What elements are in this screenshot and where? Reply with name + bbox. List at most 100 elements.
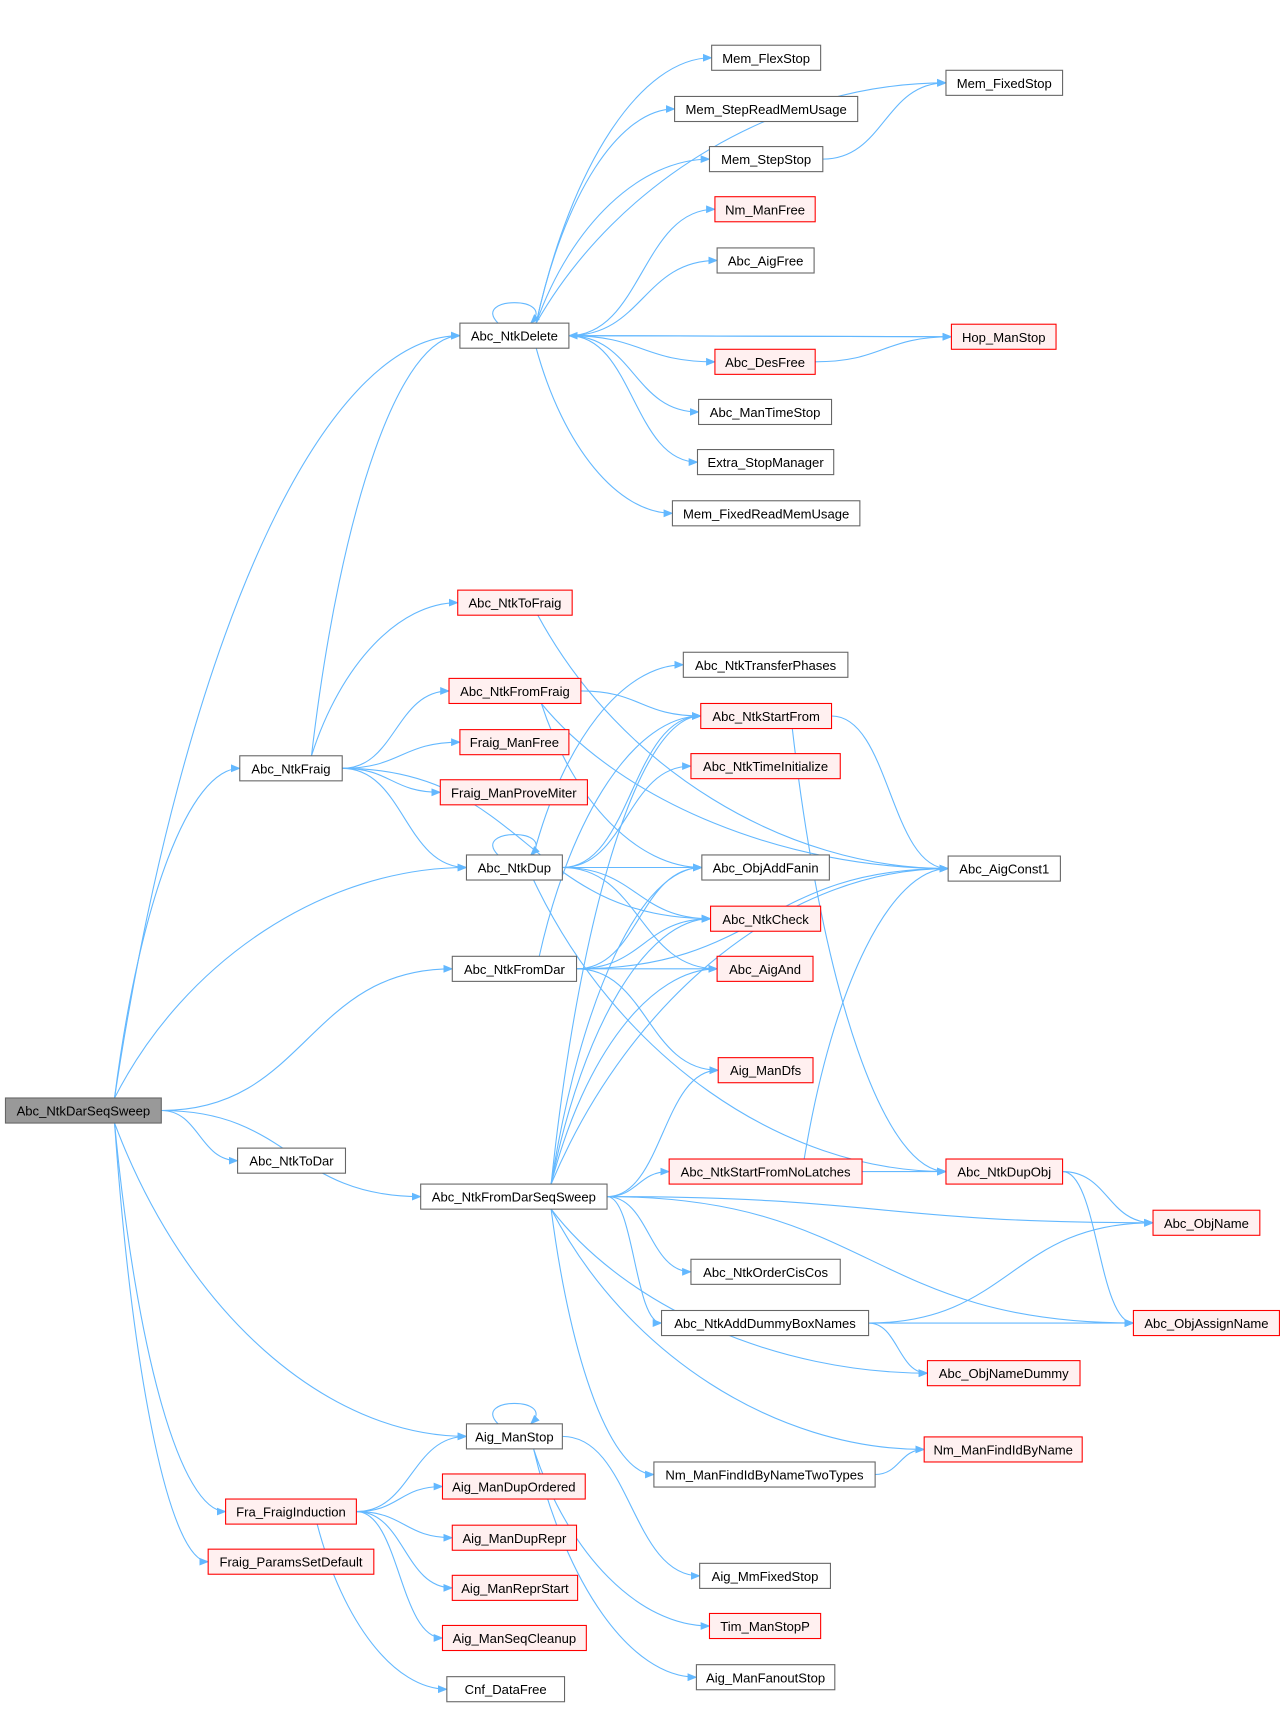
node-transferphases[interactable]: Abc_NtkTransferPhases: [682, 651, 849, 678]
node-ntkcheck[interactable]: Abc_NtkCheck: [710, 905, 822, 932]
edge-fromdarseq-to-namedummy: [550, 1208, 929, 1378]
node-mantimestop[interactable]: Abc_ManTimeStop: [698, 398, 833, 426]
edge-dupobj-to-assignname: [1062, 1170, 1135, 1327]
edges-layer: [114, 53, 1155, 1694]
node-aigmanstop[interactable]: Aig_ManStop: [465, 1423, 563, 1450]
edge-frainduction-to-duprepr: [356, 1511, 454, 1542]
node-label: Aig_ManDfs: [730, 1063, 802, 1078]
node-label: Abc_ManTimeStop: [710, 405, 821, 420]
edge-ntkdup-to-ntkdup: [492, 834, 540, 856]
node-findidtwo[interactable]: Nm_ManFindIdByNameTwoTypes: [653, 1461, 876, 1488]
node-box: [682, 651, 849, 678]
node-nmfree[interactable]: Nm_ManFree: [714, 196, 816, 223]
node-startnolatches[interactable]: Abc_NtkStartFromNoLatches: [668, 1158, 863, 1185]
node-label: Abc_AigAnd: [729, 962, 801, 977]
node-box: [451, 955, 578, 982]
node-box: [239, 755, 343, 782]
node-stepstop[interactable]: Mem_StepStop: [708, 146, 824, 173]
node-label: Abc_NtkOrderCisCos: [703, 1265, 828, 1280]
node-aigconst1[interactable]: Abc_AigConst1: [947, 855, 1061, 882]
node-fromdar[interactable]: Abc_NtkFromDar: [451, 955, 578, 982]
node-provemiter[interactable]: Fraig_ManProveMiter: [439, 779, 588, 806]
node-findid[interactable]: Nm_ManFindIdByName: [923, 1436, 1083, 1463]
node-label: Abc_NtkFraig: [251, 761, 330, 776]
node-box: [695, 1664, 836, 1691]
edge-fromdarseq-to-dummybox: [606, 1196, 663, 1327]
node-extrastop[interactable]: Extra_StopManager: [696, 449, 835, 476]
node-fanoutstop[interactable]: Aig_ManFanoutStop: [695, 1664, 836, 1691]
edge-delete-to-nmfree: [568, 205, 716, 337]
node-addfanin[interactable]: Abc_ObjAddFanin: [701, 854, 830, 881]
node-delete[interactable]: Abc_NtkDelete: [459, 322, 570, 349]
node-box: [4, 1097, 162, 1124]
node-paramsdefault[interactable]: Fraig_ParamsSetDefault: [207, 1548, 375, 1575]
edge-hopstop-to-delete: [567, 331, 952, 340]
node-label: Tim_ManStopP: [720, 1619, 810, 1634]
node-namedummy[interactable]: Abc_ObjNameDummy: [926, 1360, 1081, 1387]
node-box: [668, 1158, 863, 1185]
node-box: [674, 95, 859, 123]
node-ordercis[interactable]: Abc_NtkOrderCisCos: [690, 1258, 841, 1285]
node-box: [716, 955, 814, 982]
edge-root-to-todar: [161, 1109, 239, 1165]
node-root[interactable]: Abc_NtkDarSeqSweep: [4, 1097, 162, 1124]
node-mandfs[interactable]: Aig_ManDfs: [717, 1057, 814, 1084]
node-label: Abc_NtkAddDummyBoxNames: [674, 1316, 856, 1331]
node-desfree[interactable]: Abc_DesFree: [714, 348, 816, 375]
node-box: [700, 702, 833, 730]
edge-frainduction-to-seqcleanup: [356, 1511, 444, 1642]
node-label: Aig_ManReprStart: [461, 1581, 569, 1596]
node-fraigmanfree[interactable]: Fraig_ManFree: [459, 729, 570, 756]
edge-delete-to-delete: [492, 302, 540, 324]
node-box: [225, 1498, 357, 1525]
node-box: [699, 1562, 831, 1589]
node-cnffree[interactable]: Cnf_DataFree: [446, 1676, 566, 1703]
node-hopstop[interactable]: Hop_ManStop: [950, 323, 1057, 350]
edge-fromdarseq-to-findid: [550, 1208, 926, 1454]
edge-fromdarseq-to-startnolatches: [607, 1167, 671, 1198]
node-dummybox[interactable]: Abc_NtkAddDummyBoxNames: [660, 1309, 870, 1337]
node-stepread[interactable]: Mem_StepReadMemUsage: [674, 95, 859, 123]
edge-root-to-aigmanstop: [114, 1122, 468, 1441]
node-startfrom[interactable]: Abc_NtkStartFrom: [700, 702, 833, 730]
node-assignname[interactable]: Abc_ObjAssignName: [1132, 1309, 1280, 1337]
node-dupobj[interactable]: Abc_NtkDupObj: [945, 1158, 1064, 1185]
node-label: Mem_StepReadMemUsage: [686, 102, 847, 117]
node-duporderd[interactable]: Aig_ManDupOrdered: [441, 1473, 586, 1500]
node-todar[interactable]: Abc_NtkToDar: [237, 1147, 347, 1174]
node-flexstop[interactable]: Mem_FlexStop: [711, 44, 822, 71]
node-reprstart[interactable]: Aig_ManReprStart: [451, 1574, 579, 1601]
node-timeinit[interactable]: Abc_NtkTimeInitialize: [690, 753, 841, 780]
edge-ntkfraig-to-tofraig: [310, 598, 459, 756]
node-frainduction[interactable]: Fra_FraigInduction: [225, 1498, 357, 1525]
node-duprepr[interactable]: Aig_ManDupRepr: [451, 1524, 578, 1551]
node-ntkfraig[interactable]: Abc_NtkFraig: [239, 755, 343, 782]
node-label: Abc_NtkCheck: [722, 912, 809, 927]
node-box: [446, 1676, 566, 1703]
node-label: Abc_ObjName: [1164, 1216, 1249, 1231]
node-objname[interactable]: Abc_ObjName: [1152, 1209, 1261, 1236]
node-timstop[interactable]: Tim_ManStopP: [708, 1612, 822, 1640]
node-mmfixedstop[interactable]: Aig_MmFixedStop: [699, 1562, 831, 1589]
node-fromfraig[interactable]: Abc_NtkFromFraig: [448, 677, 582, 705]
node-label: Fraig_ParamsSetDefault: [219, 1555, 362, 1570]
node-seqcleanup[interactable]: Aig_ManSeqCleanup: [441, 1624, 587, 1652]
node-label: Aig_MmFixedStop: [712, 1569, 819, 1584]
node-fixedstop[interactable]: Mem_FixedStop: [945, 69, 1064, 96]
node-ntkdup[interactable]: Abc_NtkDup: [465, 854, 563, 881]
edge-fromdarseq-to-aigand: [550, 964, 719, 1185]
node-box: [1152, 1209, 1261, 1236]
node-aigfree[interactable]: Abc_AigFree: [716, 247, 815, 274]
edge-fromdar-to-ntkcheck: [576, 914, 712, 970]
edge-stepstop-to-fixedstop: [822, 78, 947, 160]
edge-startfrom-to-aigconst1: [831, 715, 950, 873]
node-label: Abc_ObjAssignName: [1144, 1316, 1268, 1331]
node-tofraig[interactable]: Abc_NtkToFraig: [457, 589, 573, 616]
node-box: [653, 1461, 876, 1488]
node-fromdarseq[interactable]: Abc_NtkFromDarSeqSweep: [420, 1183, 608, 1210]
edge-fromdarseq-to-findidtwo: [550, 1209, 655, 1479]
node-label: Abc_NtkTimeInitialize: [703, 759, 828, 774]
node-aigand[interactable]: Abc_AigAnd: [716, 955, 814, 982]
node-fixedread[interactable]: Mem_FixedReadMemUsage: [671, 500, 861, 527]
edge-ntkdup-to-startfrom: [562, 712, 702, 869]
